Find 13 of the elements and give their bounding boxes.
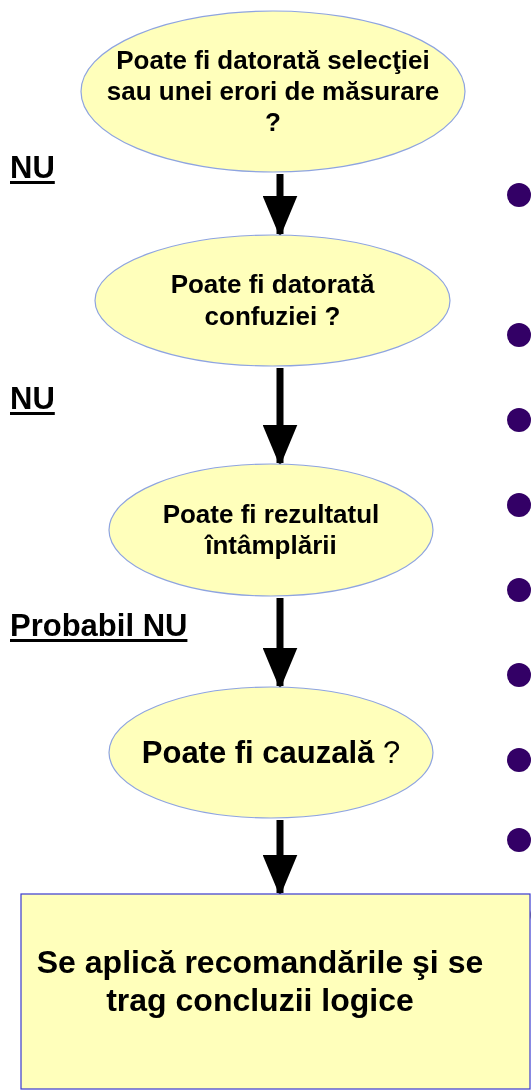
answer-label: NU — [10, 381, 55, 417]
decision-ellipse — [94, 234, 451, 367]
question-text: Poate fi rezultatul întâmplării — [161, 498, 381, 562]
answer-label: NU — [10, 150, 55, 186]
decision-ellipse — [108, 463, 434, 597]
conclusion-text: Se aplică recomandările şi se trag concluzii logice — [35, 943, 485, 1020]
answer-label: Probabil NU — [10, 608, 188, 644]
question-text: Poate fi cauzală ? — [140, 733, 402, 772]
decision-ellipse — [108, 686, 434, 819]
question-text: Poate fi datorată selecţiei sau unei erori de măsurare ? — [105, 44, 441, 139]
process-box — [20, 893, 531, 1090]
decision-ellipse — [80, 10, 466, 173]
question-text: Poate fi datorată confuziei ? — [169, 269, 376, 332]
